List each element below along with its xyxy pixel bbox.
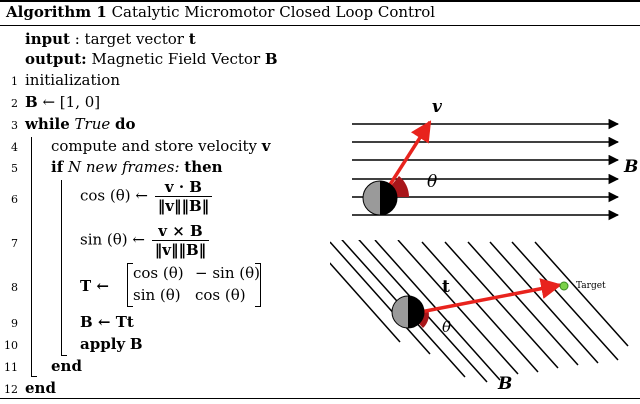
line-4: compute and store velocity v [51, 137, 271, 155]
line-number: 1 [11, 75, 18, 88]
line-number: 10 [4, 339, 18, 352]
line-8-lhs: T ← [80, 277, 109, 295]
cosine-numerator: v · B [154, 178, 213, 197]
input-keyword: input [25, 30, 70, 48]
output-line: output: Magnetic Field Vector B [25, 50, 278, 68]
field-line [444, 241, 559, 369]
line-7: sin (θ) ← v × B ‖v‖‖B‖ [80, 222, 211, 259]
line-number: 3 [11, 119, 18, 132]
line-12: end [25, 379, 56, 397]
field-line [467, 241, 579, 366]
output-keyword: output: [25, 50, 87, 68]
then-keyword: then [184, 158, 223, 176]
line-2-lhs: B [25, 93, 38, 111]
line-2-rhs: ← [1, 0] [42, 93, 101, 111]
top-theta-label: θ [427, 172, 437, 192]
line-number: 6 [11, 193, 18, 206]
bottom-field-lines [330, 240, 629, 383]
line-5: if N new frames: then [51, 158, 223, 176]
matrix-cell: cos (θ) [195, 286, 246, 304]
line-4-text: compute and store velocity [51, 137, 258, 155]
sine-fraction: v × B ‖v‖‖B‖ [151, 222, 210, 259]
input-line: input : target vector t [25, 30, 196, 48]
algorithm-label: Algorithm 1 [6, 3, 107, 21]
algorithm-title: Catalytic Micromotor Closed Loop Control [111, 3, 436, 21]
line-number: 7 [11, 237, 18, 250]
if-condition: N new frames: [67, 158, 180, 176]
input-variable: t [188, 30, 196, 48]
target-vector-arrow [409, 278, 563, 316]
matrix-cell: − sin (θ) [195, 264, 260, 282]
line-10: apply B [80, 335, 143, 353]
if-block-bar [61, 180, 62, 356]
matrix-cell: sin (θ) [133, 286, 181, 304]
while-block-tick [31, 376, 37, 377]
cosine-fraction: v · B ‖v‖‖B‖ [154, 178, 213, 215]
sine-denominator: ‖v‖‖B‖ [154, 241, 207, 259]
line-number: 11 [4, 361, 18, 374]
apply-variable: B [129, 335, 143, 353]
while-condition: True [74, 115, 111, 133]
line-9: B ← Tt [80, 313, 134, 331]
line-number: 9 [11, 317, 18, 330]
top-micromotor [362, 180, 398, 216]
input-text: : target vector [74, 30, 184, 48]
cosine-denominator: ‖v‖‖B‖ [157, 197, 210, 215]
field-line [397, 240, 519, 375]
rotation-matrix: cos (θ) − sin (θ) sin (θ) cos (θ) [127, 263, 261, 307]
top-field-label: B [623, 157, 638, 177]
line-7-lhs: sin (θ) ← [80, 230, 145, 249]
do-keyword: do [115, 115, 136, 133]
algorithm-caption: Algorithm 1 Catalytic Micromotor Closed … [6, 3, 435, 21]
if-block-tick [61, 355, 67, 356]
target-vector-label: t [442, 277, 450, 297]
line-number: 12 [4, 383, 18, 396]
velocity-label: v [432, 97, 443, 117]
line-4-variable: v [261, 137, 271, 155]
while-block-bar [31, 137, 32, 377]
bottom-rule [0, 398, 640, 399]
bottom-theta-label: θ [442, 318, 451, 336]
line-number: 5 [11, 162, 18, 175]
apply-keyword: apply [80, 335, 126, 353]
bottom-micromotor [391, 295, 425, 329]
sine-numerator: v × B [151, 222, 210, 241]
output-variable: B [264, 50, 278, 68]
target-dot [559, 281, 569, 291]
line-number: 8 [11, 281, 18, 294]
field-line [421, 241, 539, 373]
field-line [511, 241, 619, 361]
field-line [330, 241, 431, 355]
if-keyword: if [51, 158, 64, 176]
line-6-lhs: cos (θ) ← [80, 186, 148, 205]
field-line [330, 262, 401, 343]
target-label: Target [576, 281, 606, 291]
line-number: 4 [11, 141, 18, 154]
caption-rule [0, 25, 640, 26]
while-keyword: while [25, 115, 70, 133]
line-6: cos (θ) ← v · B ‖v‖‖B‖ [80, 178, 214, 215]
line-11: end [51, 357, 82, 375]
bottom-field-label: B [497, 374, 512, 394]
output-text: Magnetic Field Vector [91, 50, 261, 68]
field-line [489, 241, 599, 364]
line-number: 2 [11, 97, 18, 110]
line-3: while True do [25, 115, 136, 133]
matrix-cell: cos (θ) [133, 264, 184, 282]
field-line [534, 241, 629, 347]
top-rule [0, 0, 640, 2]
micromotor-figure: v θ B t Target θ B [330, 97, 638, 394]
line-2: B ← [1, 0] [25, 93, 100, 111]
line-1: initialization [25, 71, 120, 89]
